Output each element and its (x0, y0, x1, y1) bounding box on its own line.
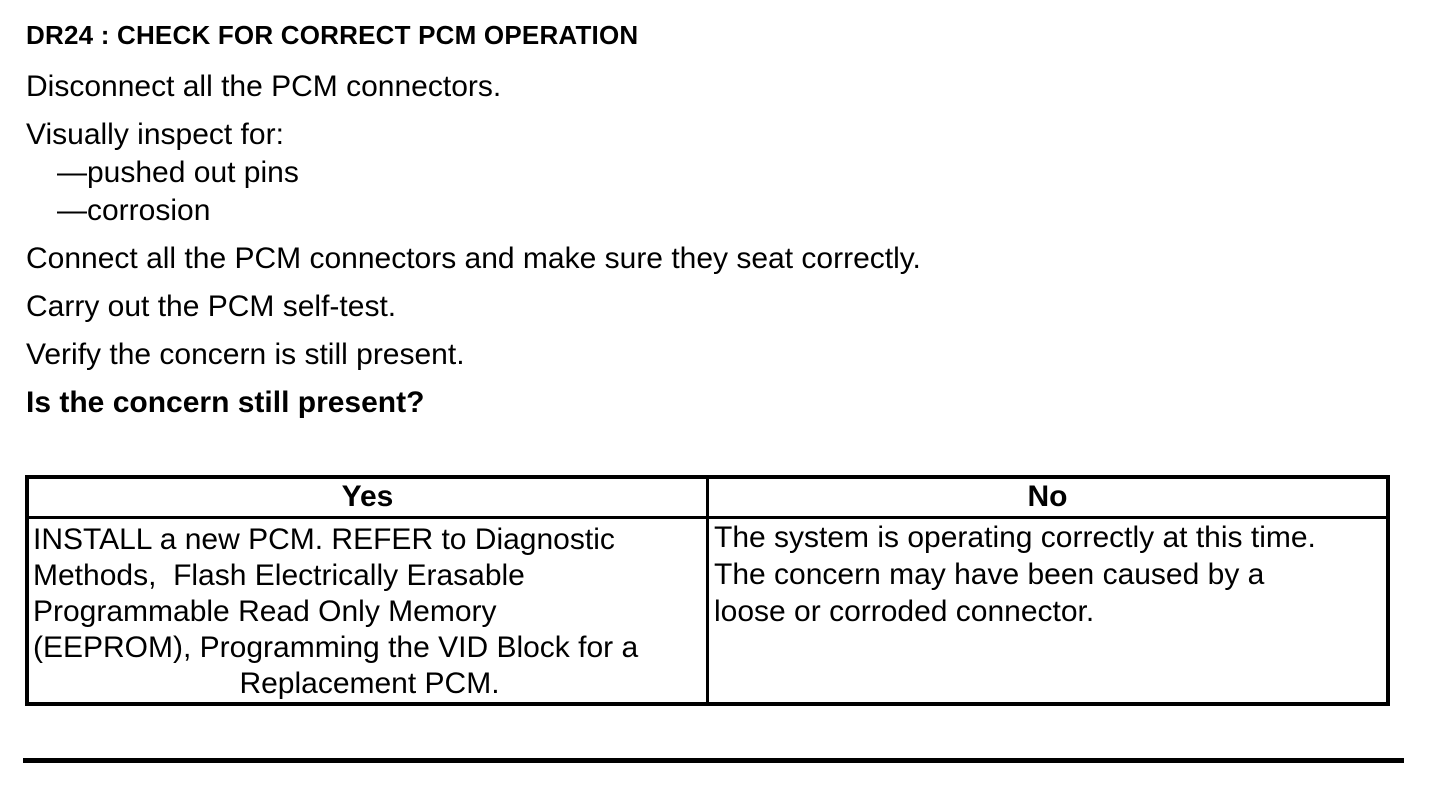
no-action-line: The system is operating correctly at thi… (714, 520, 1316, 554)
yes-action-line: Replacement PCM. (239, 666, 500, 700)
instruction-self-test: Carry out the PCM self-test. (26, 290, 397, 323)
no-column-header: No (706, 475, 1390, 519)
table-body-row: INSTALL a new PCM. REFER to Diagnostic M… (25, 515, 1390, 705)
decision-table: Yes No INSTALL a new PCM. REFER to Diagn… (25, 475, 1390, 706)
no-action-cell: The system is operating correctly at thi… (706, 515, 1390, 705)
yes-action-line: INSTALL a new PCM. REFER to Diagnostic (33, 522, 615, 556)
yes-action-line: Programmable Read Only Memory (33, 594, 497, 628)
page-divider-rule (23, 757, 1404, 763)
instruction-inspect: Visually inspect for: (26, 118, 284, 151)
inspection-item-pushed-out-pins: —pushed out pins (57, 156, 299, 189)
yes-action-line: Methods, Flash Electrically Erasable (33, 558, 525, 592)
step-title: DR24 : CHECK FOR CORRECT PCM OPERATION (26, 20, 639, 50)
inspection-item-corrosion: —corrosion (57, 194, 211, 227)
instruction-disconnect: Disconnect all the PCM connectors. (26, 70, 502, 103)
yes-column-header: Yes (25, 475, 709, 519)
instruction-connect: Connect all the PCM connectors and make … (26, 242, 921, 275)
table-header-row: Yes No (25, 475, 1390, 519)
instruction-verify: Verify the concern is still present. (26, 338, 465, 371)
decision-question: Is the concern still present? (26, 386, 425, 419)
decision-table-body: INSTALL a new PCM. REFER to Diagnostic M… (25, 515, 1390, 705)
decision-table-header: Yes No (25, 475, 1390, 519)
no-action-line: The concern may have been caused by a (714, 557, 1265, 591)
yes-action-line: (EEPROM), Programming the VID Block for … (33, 630, 639, 664)
yes-action-cell: INSTALL a new PCM. REFER to Diagnostic M… (25, 515, 709, 705)
no-action-line: loose or corroded connector. (714, 594, 1095, 628)
